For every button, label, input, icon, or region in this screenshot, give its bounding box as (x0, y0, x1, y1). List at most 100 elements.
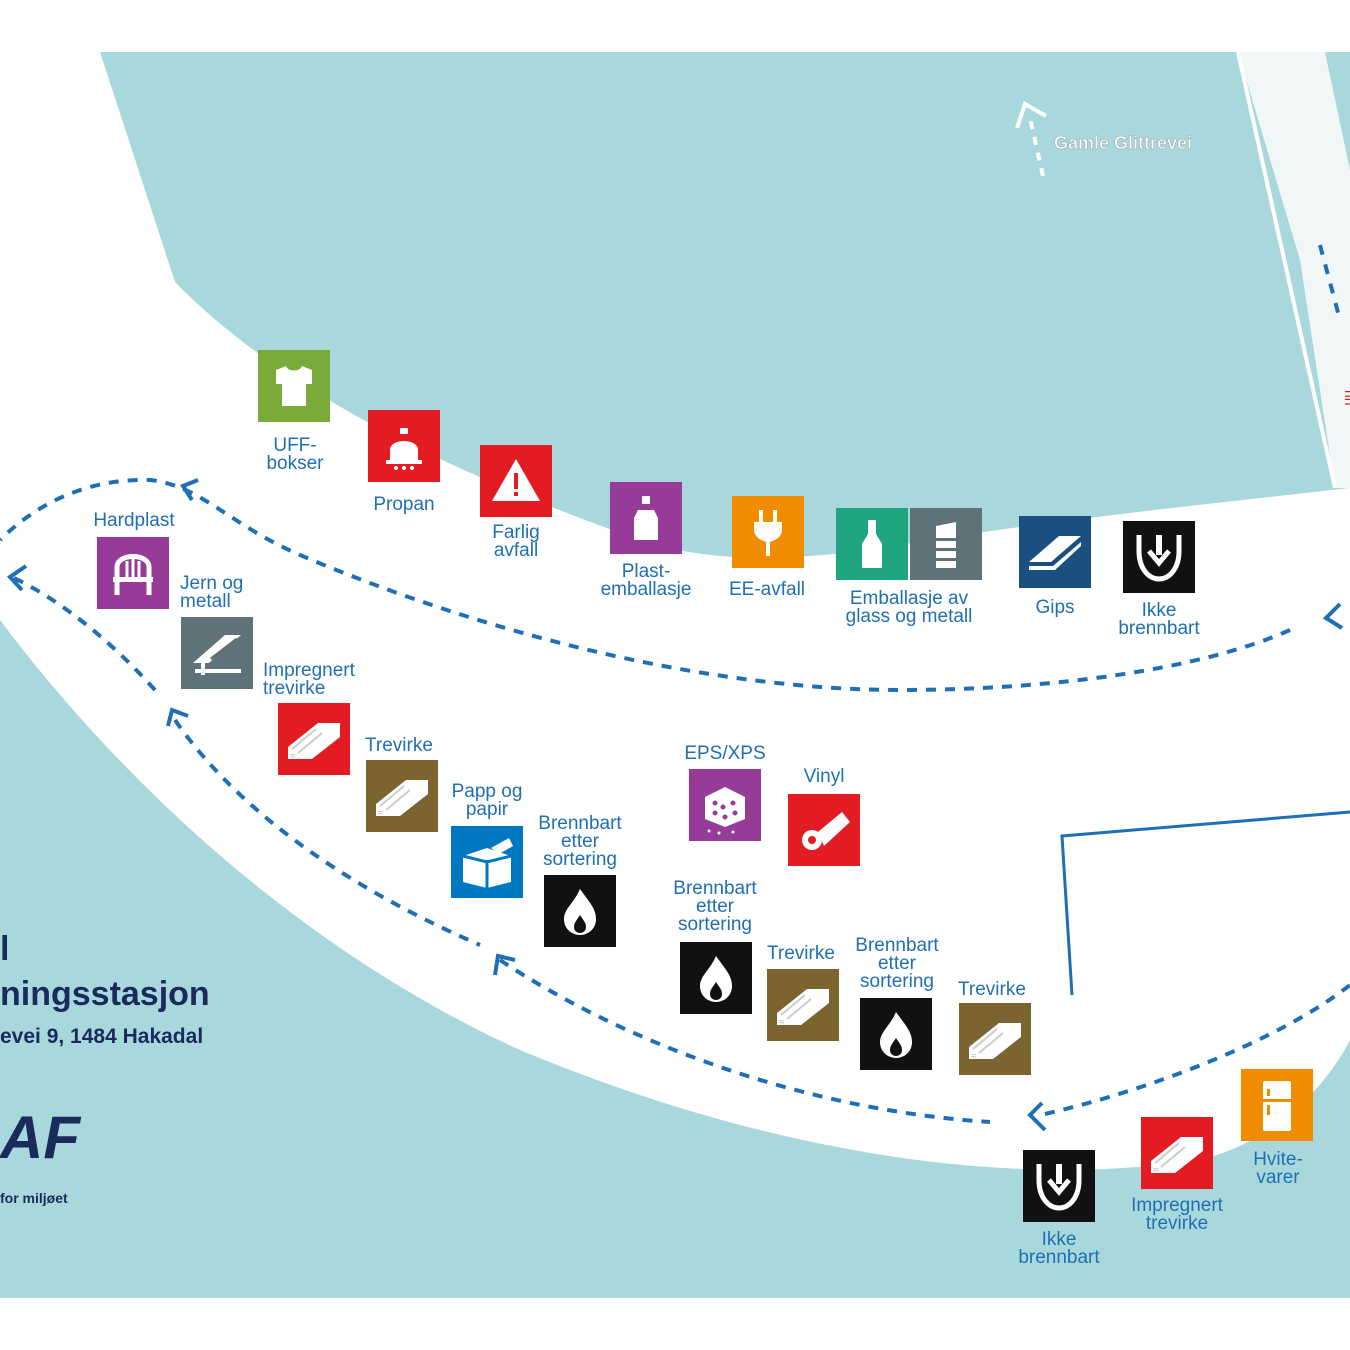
plasterboard-icon (1019, 516, 1091, 588)
wood-plank-icon: ≈ (1141, 1117, 1213, 1189)
building-outline (1060, 810, 1350, 996)
gas-bottle-icon (368, 410, 440, 482)
station-hvite (1241, 1069, 1313, 1141)
station-brenn3 (860, 998, 932, 1070)
svg-text:≈: ≈ (971, 1051, 977, 1062)
upper-area (100, 52, 1350, 558)
left-lower-area (0, 620, 1350, 1298)
station-label-gips: Gips (1035, 597, 1075, 618)
non-combustible-icon (1123, 521, 1195, 593)
flame-icon (544, 875, 616, 947)
metal-beam-icon (181, 617, 253, 689)
walkway-arrowhead (1015, 101, 1047, 129)
svg-text:≈: ≈ (290, 751, 296, 762)
station-label-impreg2: Impregnert trevirke (1131, 1195, 1223, 1234)
driving-route (0, 477, 1291, 693)
glass-bottle-icon (836, 508, 908, 580)
non-combustible-icon (1023, 1150, 1095, 1222)
cardboard-box-icon (451, 826, 523, 898)
station-label-trevirke3: Trevirke (958, 979, 1026, 1000)
station-label-brenn3: Brennbart etter sortering (855, 935, 939, 992)
station-label-ikke2: Ikke brennbart (1018, 1229, 1100, 1268)
svg-text:≈: ≈ (378, 808, 384, 819)
station-trevirke2: ≈ (767, 969, 839, 1041)
flame-icon (680, 942, 752, 1014)
station-label-hvite: Hvite- varer (1253, 1149, 1303, 1188)
station-papp (451, 826, 523, 898)
station-gips (1019, 516, 1091, 588)
station-plast (610, 482, 682, 554)
station-label-uff: UFF- bokser (266, 435, 324, 474)
svg-text:≈: ≈ (1153, 1165, 1159, 1176)
station-propan (368, 410, 440, 482)
station-ikke2 (1023, 1150, 1095, 1222)
station-eps (689, 769, 761, 841)
can-icon (910, 508, 982, 580)
road-text-fragment: nn (1342, 390, 1350, 406)
station-label-vinyl: Vinyl (803, 766, 845, 787)
flame-icon (860, 998, 932, 1070)
route-arrowhead (493, 953, 516, 976)
logo-wordmark: AF (0, 1104, 80, 1171)
station-vinyl (788, 794, 860, 866)
station-farlig (480, 445, 552, 517)
wood-plank-icon: ≈ (767, 969, 839, 1041)
station-brenn2 (680, 942, 752, 1014)
station-label-jern: Jern og metall (180, 573, 244, 612)
station-trevirke3: ≈ (959, 1003, 1031, 1075)
station-label-plast: Plast- emballasje (600, 561, 692, 600)
station-label-ikke1: Ikke brennbart (1118, 600, 1200, 639)
main-road (1238, 52, 1350, 488)
station-label-brenn2: Brennbart etter sortering (673, 878, 757, 935)
route-arrowhead (6, 564, 28, 592)
wood-plank-icon: ≈ (278, 703, 350, 775)
station-label-propan: Propan (373, 494, 435, 515)
station-trevirke1: ≈ (366, 760, 438, 832)
station-label-impreg1: Impregnert trevirke (263, 660, 355, 699)
station-label-glass: Emballasje av glass og metall (845, 588, 973, 627)
station-hardplast (97, 537, 169, 609)
route-arrowhead (1322, 602, 1344, 630)
station-ee (732, 496, 804, 568)
main-road-edge (1236, 51, 1337, 489)
station-metallpack (910, 508, 982, 580)
driving-route-middle (173, 718, 481, 947)
driving-route-bottom (498, 958, 991, 1124)
station-glass (836, 508, 908, 580)
warning-icon (480, 445, 552, 517)
street-label: Gamle Glittrevei (1054, 133, 1193, 154)
plug-icon (732, 496, 804, 568)
station-label-trevirke2: Trevirke (767, 943, 835, 964)
station-jern (181, 617, 253, 689)
station-impreg2: ≈ (1141, 1117, 1213, 1189)
station-impreg1: ≈ (278, 703, 350, 775)
chair-icon (97, 537, 169, 609)
route-arrowhead (180, 478, 199, 502)
bottle-icon (610, 482, 682, 554)
driving-route-right (1044, 983, 1350, 1116)
station-label-eps: EPS/XPS (684, 743, 766, 764)
wood-plank-icon: ≈ (366, 760, 438, 832)
logo-tagline: for miljøet (0, 1190, 68, 1206)
station-label-trevirke1: Trevirke (365, 735, 433, 756)
station-brenn1 (544, 875, 616, 947)
wood-plank-icon: ≈ (959, 1003, 1031, 1075)
vinyl-roll-icon (788, 794, 860, 866)
fridge-icon (1241, 1069, 1313, 1141)
station-uff (258, 350, 330, 422)
shirt-icon (258, 350, 330, 422)
route-arrowhead (166, 707, 189, 727)
page-title: ningsstasjon (0, 975, 210, 1013)
svg-text:≈: ≈ (779, 1017, 785, 1028)
styrofoam-icon (689, 769, 761, 841)
road-marking (1318, 244, 1342, 321)
station-label-brenn1: Brennbart etter sortering (538, 813, 622, 870)
route-arrowhead (1027, 1101, 1047, 1132)
address: evei 9, 1484 Hakadal (0, 1025, 204, 1048)
station-label-hardplast: Hardplast (93, 510, 175, 531)
title-line1: l (0, 930, 10, 968)
station-label-ee: EE-avfall (728, 579, 806, 600)
walkway-arrow (1028, 117, 1045, 177)
station-ikke1 (1123, 521, 1195, 593)
